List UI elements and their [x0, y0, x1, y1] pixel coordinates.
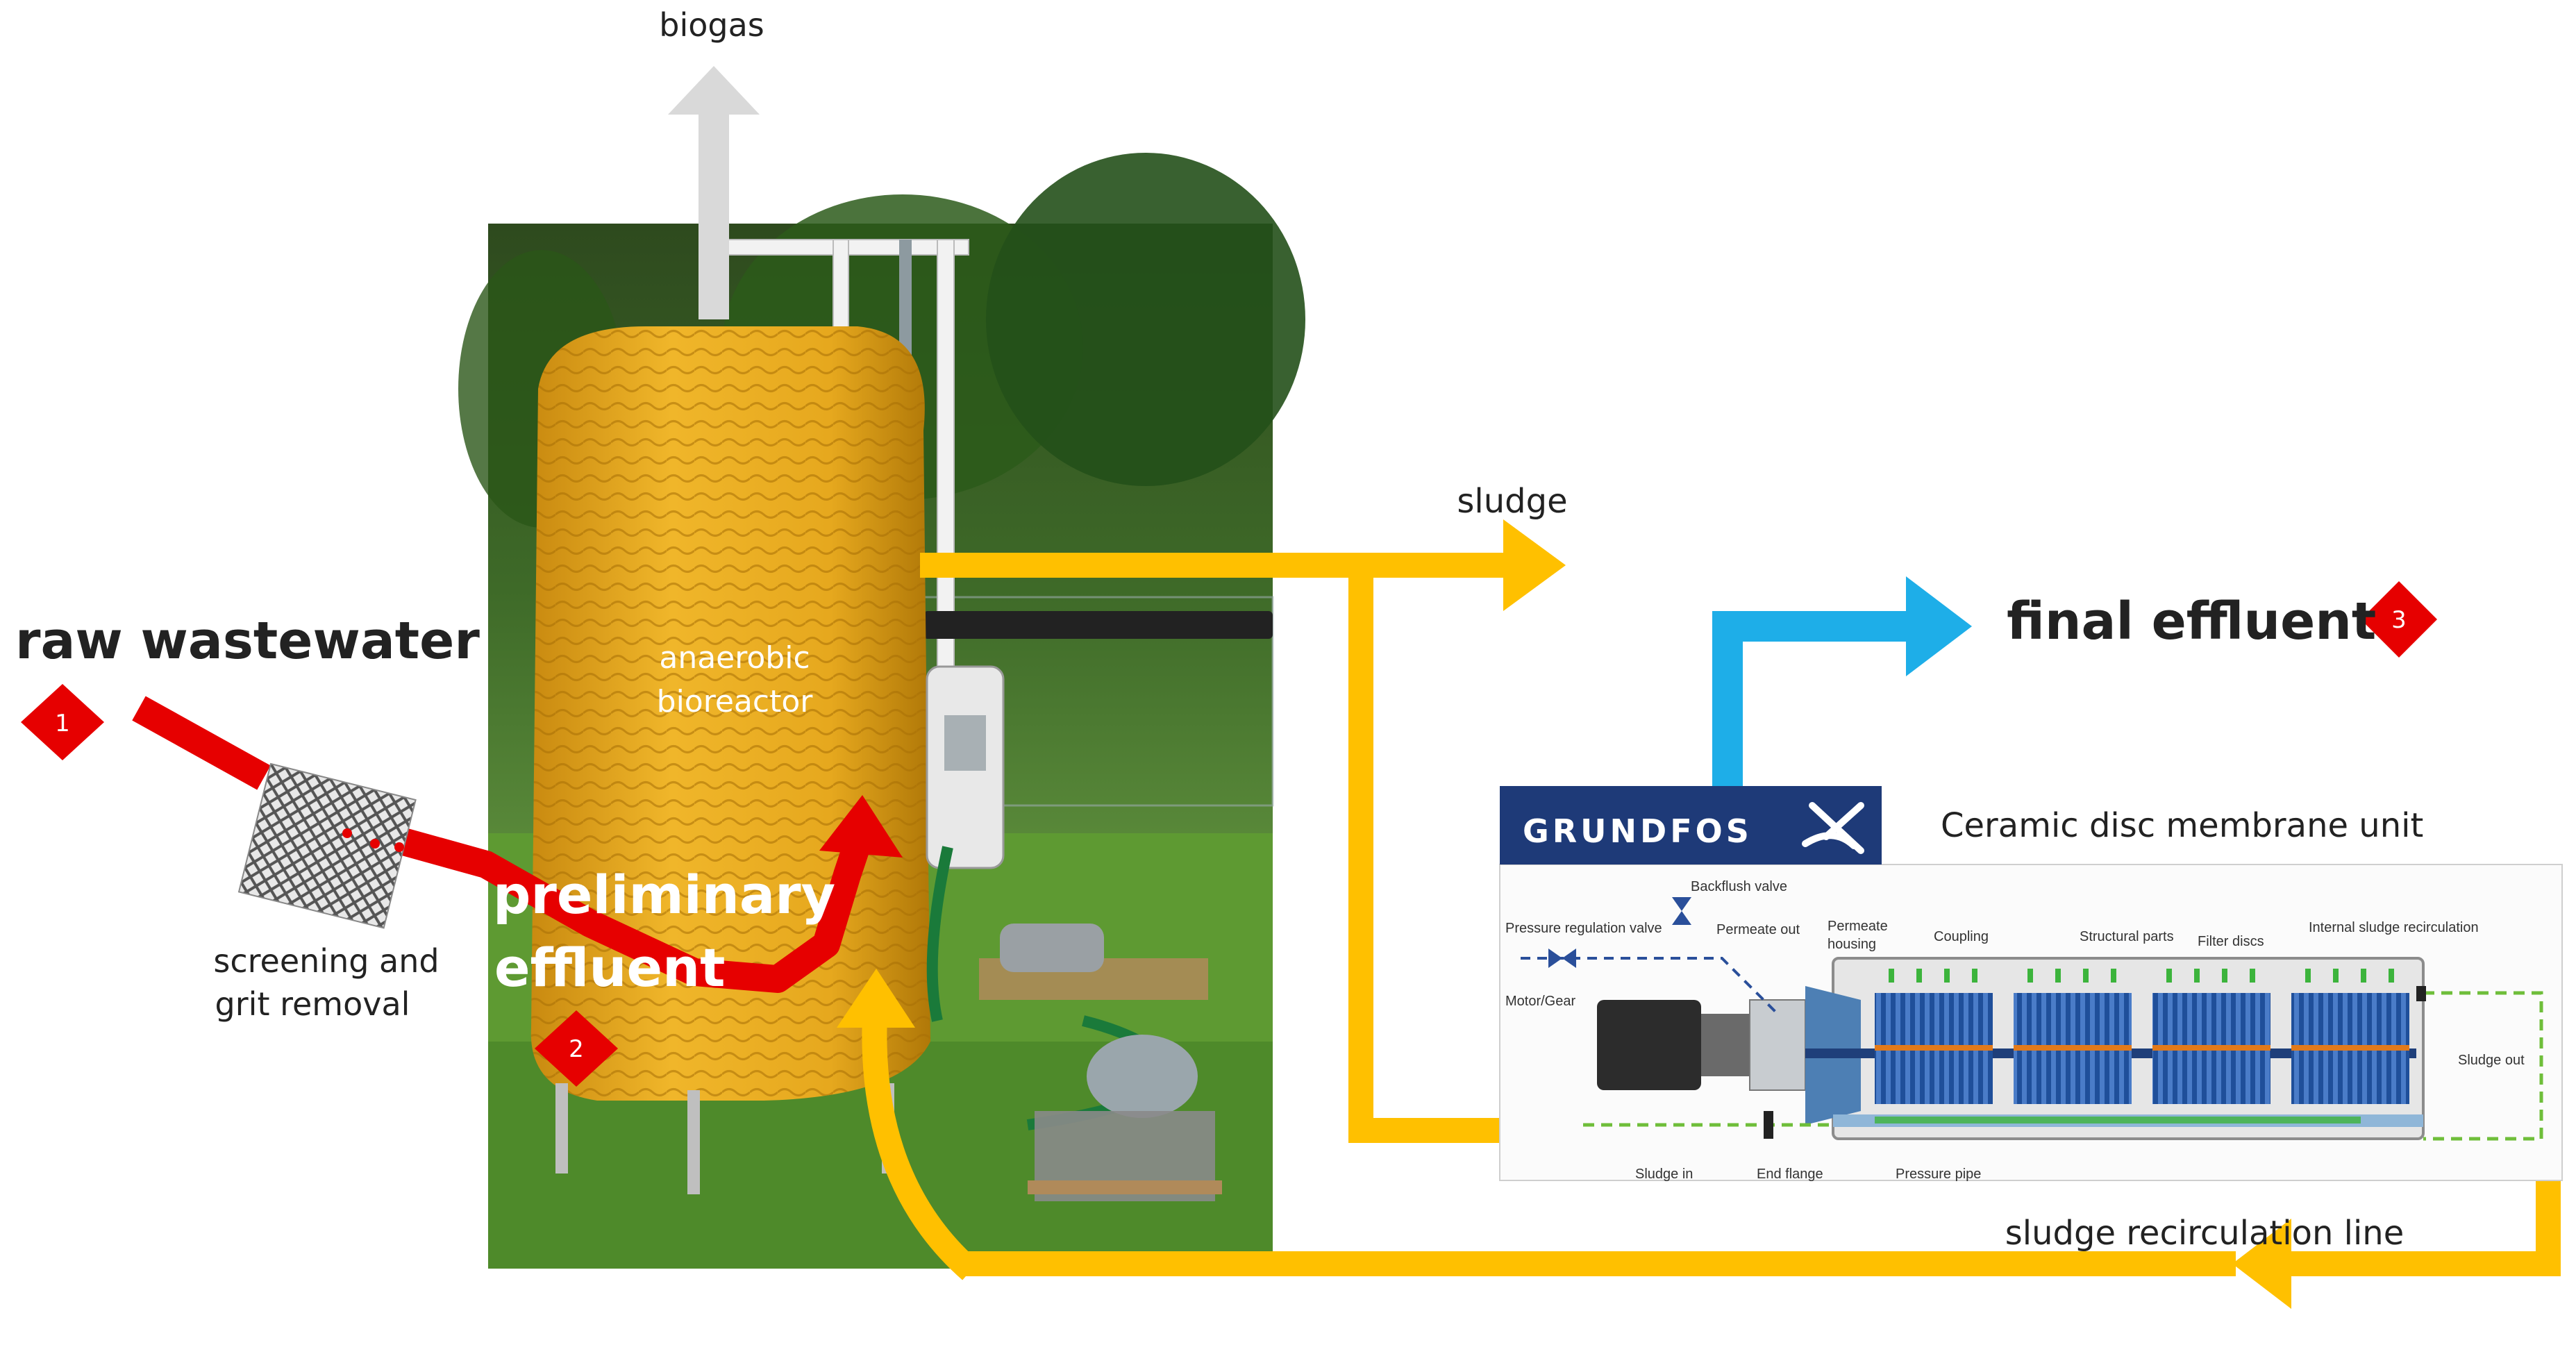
recirculation-line-label: sludge recirculation line	[2005, 1214, 2404, 1253]
final-effluent-label: final effluent	[2007, 592, 2376, 651]
raw-wastewater-label: raw wastewater	[15, 611, 480, 671]
svg-text:2: 2	[569, 1035, 584, 1063]
label-pressure-regulation-valve: Pressure regulation valve	[1505, 921, 1662, 936]
label-internal-recirculation: Internal sludge recirculation	[2309, 920, 2479, 935]
sludge-label: sludge	[1457, 482, 1567, 521]
svg-text:1: 1	[55, 710, 70, 737]
marker-2: 2	[535, 1010, 618, 1087]
marker-3: 3	[2361, 581, 2437, 658]
label-coupling: Coupling	[1934, 929, 1989, 944]
grundfos-logo-text: GRUNDFOS	[1523, 812, 1753, 850]
label-filter-discs: Filter discs	[2198, 934, 2264, 949]
label-pressure-pipe: Pressure pipe	[1896, 1167, 1981, 1182]
label-backflush-valve: Backflush valve	[1691, 879, 1787, 894]
label-motor-gear: Motor/Gear	[1505, 994, 1575, 1009]
anaerobic-label: anaerobic	[659, 640, 810, 676]
membrane-schematic: Backflush valve Pressure regulation valv…	[1499, 864, 2563, 1182]
label-end-flange: End flange	[1757, 1167, 1823, 1182]
raw-wastewater-flow	[132, 696, 903, 993]
membrane-unit-label: Ceramic disc membrane unit	[1941, 806, 2423, 845]
label-sludge-out: Sludge out	[2458, 1053, 2525, 1068]
label-permeate-housing-2: housing	[1828, 937, 1876, 952]
label-permeate-housing: Permeate	[1828, 919, 1888, 934]
final-effluent-flow	[1712, 576, 1972, 812]
bioreactor-label: bioreactor	[657, 684, 814, 719]
label-permeate-out: Permeate out	[1716, 922, 1800, 937]
preliminary-label: preliminary	[493, 864, 835, 926]
label-structural-parts: Structural parts	[2080, 929, 2174, 944]
screening-mesh-icon	[237, 762, 417, 929]
effluent-label: effluent	[494, 937, 725, 999]
biogas-arrow	[668, 66, 760, 319]
biogas-label: biogas	[659, 6, 764, 44]
grit-removal-label: grit removal	[215, 985, 410, 1023]
svg-text:3: 3	[2391, 606, 2407, 634]
marker-1: 1	[21, 684, 104, 760]
grundfos-logo: GRUNDFOS	[1500, 786, 1882, 864]
label-sludge-in: Sludge in	[1635, 1167, 1693, 1182]
screening-label: screening and	[213, 942, 439, 980]
